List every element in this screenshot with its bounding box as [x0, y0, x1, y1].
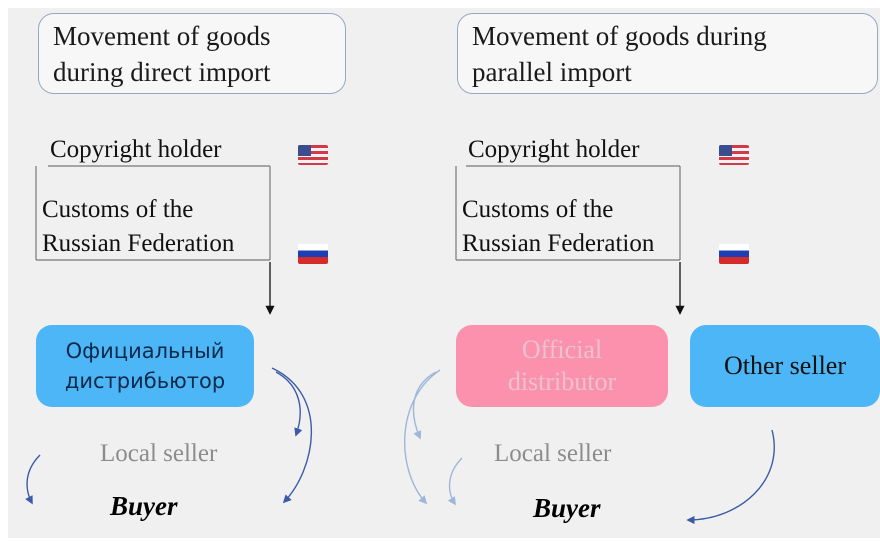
- left-customs-line1: Customs of the: [42, 196, 194, 223]
- left-distributor-to-buyer-arrow: [271, 367, 313, 504]
- right-distributor-to-local-seller-arrow: [412, 371, 437, 440]
- left-buyer: Buyer: [110, 491, 178, 521]
- right-customs-line1: Customs of the: [462, 196, 614, 223]
- left-local-seller: Local seller: [100, 440, 218, 467]
- right-local-seller-to-buyer-arrow: [447, 457, 463, 506]
- us-flag-icon: [719, 145, 749, 165]
- left-bracket: [35, 165, 271, 261]
- title-direct-import: Movement of goods during direct import: [38, 13, 346, 94]
- russian-flag-icon: [298, 244, 328, 264]
- diagram-panel: [8, 8, 880, 538]
- title-parallel-import: Movement of goods during parallel import: [457, 13, 878, 94]
- left-copyright-holder: Copyright holder: [50, 136, 222, 163]
- right-other-seller: Other seller: [690, 325, 880, 407]
- left-official-distributor-label: Официальный дистрибьютор: [64, 339, 226, 393]
- title-direct-import-text: Movement of goods during direct import: [53, 21, 271, 87]
- right-distributor-to-buyer-arrow: [403, 369, 441, 505]
- title-parallel-import-text: Movement of goods during parallel import: [472, 21, 767, 87]
- right-customs-line2: Russian Federation: [462, 230, 655, 257]
- right-buyer: Buyer: [533, 493, 601, 523]
- right-bracket: [455, 165, 681, 261]
- left-official-distributor: Официальный дистрибьютор: [36, 325, 254, 407]
- right-other-seller-label: Other seller: [723, 351, 846, 380]
- russian-flag-icon: [719, 244, 749, 264]
- right-local-seller: Local seller: [494, 440, 612, 467]
- left-local-seller-to-buyer-arrow: [25, 454, 41, 505]
- other-seller-to-buyer-arrow: [686, 429, 775, 525]
- right-copyright-holder: Copyright holder: [468, 136, 640, 163]
- right-official-distributor: Official distributor: [456, 325, 668, 407]
- left-customs-line2: Russian Federation: [42, 230, 235, 257]
- left-distributor-to-local-seller-arrow: [275, 371, 303, 437]
- right-official-distributor-label: Official distributor: [507, 335, 617, 396]
- us-flag-icon: [298, 145, 328, 165]
